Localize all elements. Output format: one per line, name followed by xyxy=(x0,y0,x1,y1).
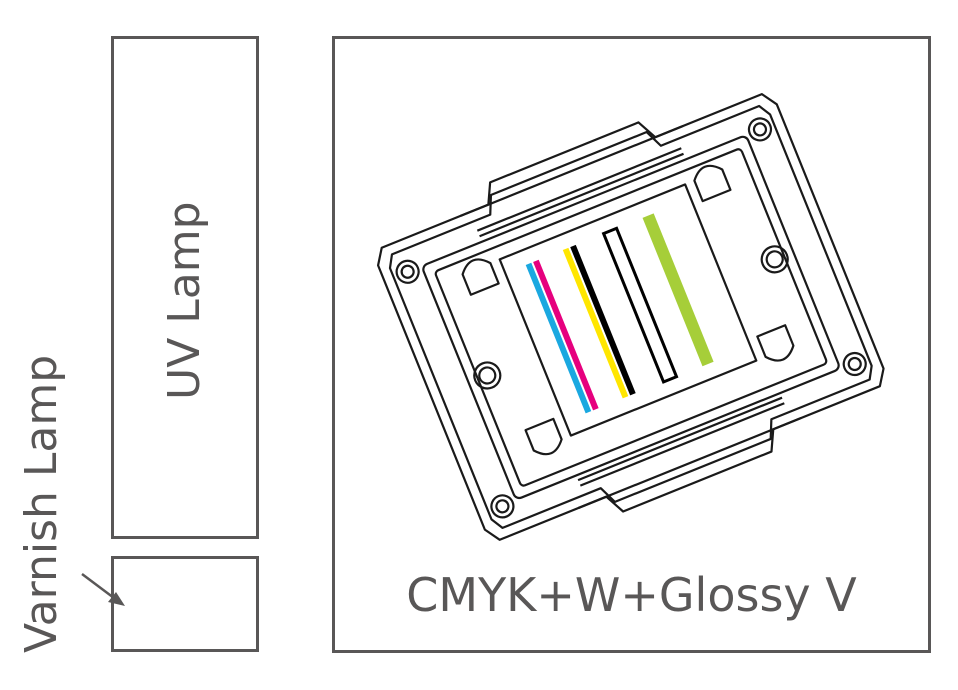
yellow-channel xyxy=(562,247,629,399)
printhead-panel xyxy=(332,36,931,653)
white-channel xyxy=(601,226,679,384)
black-channel xyxy=(570,244,636,396)
printhead-caption: CMYK+W+Glossy V xyxy=(406,568,857,622)
uv-lamp-box xyxy=(111,36,259,539)
varnish-lamp-box xyxy=(111,556,259,652)
cyan-channel xyxy=(525,262,592,414)
glossy-varnish-channel xyxy=(642,213,714,367)
magenta-channel xyxy=(533,259,599,411)
